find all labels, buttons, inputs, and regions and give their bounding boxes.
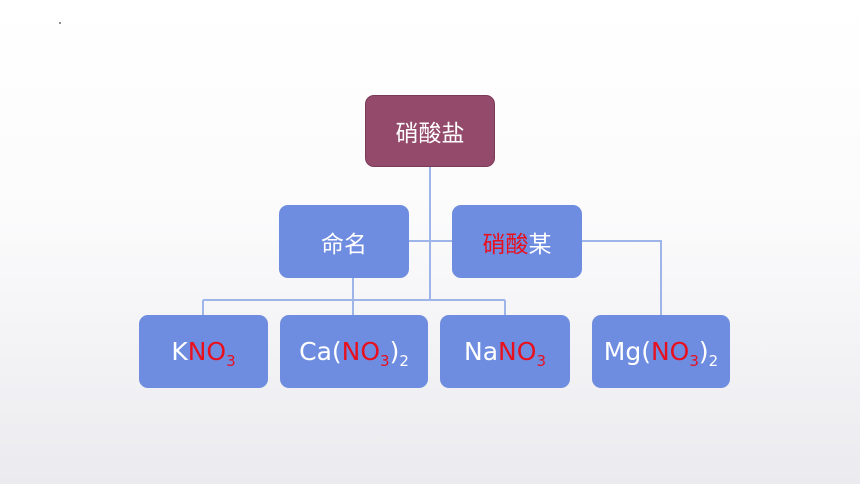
leaf-mgno32-close: ) <box>698 337 709 366</box>
leaf-cano32-close: ) <box>389 337 400 366</box>
leaf-cano32-anion-sub: 3 <box>380 352 390 370</box>
branch-nitrate-x-highlight: 硝酸 <box>482 231 529 258</box>
branch-nitrate-x-rest: 某 <box>528 231 552 258</box>
leaf-cano32-formula: Ca(NO3)2 <box>299 337 409 369</box>
leaf-nano3-cation: Na <box>464 337 499 366</box>
branch-naming-label: 命名 <box>321 231 367 258</box>
leaf-nano3-node: NaNO3 <box>440 315 570 388</box>
leaf-cano32-cation: Ca( <box>299 337 342 366</box>
leaf-kno3-anion-symbol: NO <box>187 337 227 366</box>
leaf-mgno32-anion-symbol: NO <box>650 337 690 366</box>
branch-naming-node: 命名 <box>279 205 409 278</box>
root-node: 硝酸盐 <box>365 95 495 167</box>
leaf-mgno32-anion-sub: 3 <box>689 352 699 370</box>
leaf-mgno32-count: 2 <box>708 352 719 370</box>
leaf-kno3-anion-sub: 3 <box>226 352 236 370</box>
leaf-kno3-cation: K <box>171 337 188 366</box>
leaf-nano3-formula: NaNO3 <box>464 337 546 369</box>
leaf-nano3-anion-sub: 3 <box>536 352 546 370</box>
connector-leaf-mgno32 <box>582 240 662 315</box>
leaf-nano3-anion-symbol: NO <box>498 337 537 366</box>
leaf-kno3-formula: KNO3 <box>171 337 236 369</box>
leaf-cano32-anion-symbol: NO <box>341 337 381 366</box>
leaf-cano32-count: 2 <box>399 352 409 370</box>
leaf-kno3-node: KNO3 <box>139 315 268 388</box>
leaf-cano32-node: Ca(NO3)2 <box>280 315 428 388</box>
leaf-mgno32-cation: Mg( <box>603 337 651 366</box>
branch-nitrate-x-node: 硝酸某 <box>452 205 582 278</box>
root-label: 硝酸盐 <box>395 121 465 147</box>
leaf-mgno32-anion: NO3 <box>650 337 699 369</box>
leaf-mgno32-formula: Mg(NO3)2 <box>603 337 718 369</box>
corner-dot <box>59 22 61 24</box>
leaf-nano3-anion: NO3 <box>498 337 546 369</box>
leaf-mgno32-node: Mg(NO3)2 <box>592 315 730 388</box>
leaf-kno3-anion: NO3 <box>187 337 236 369</box>
leaf-cano32-anion: NO3 <box>341 337 390 369</box>
